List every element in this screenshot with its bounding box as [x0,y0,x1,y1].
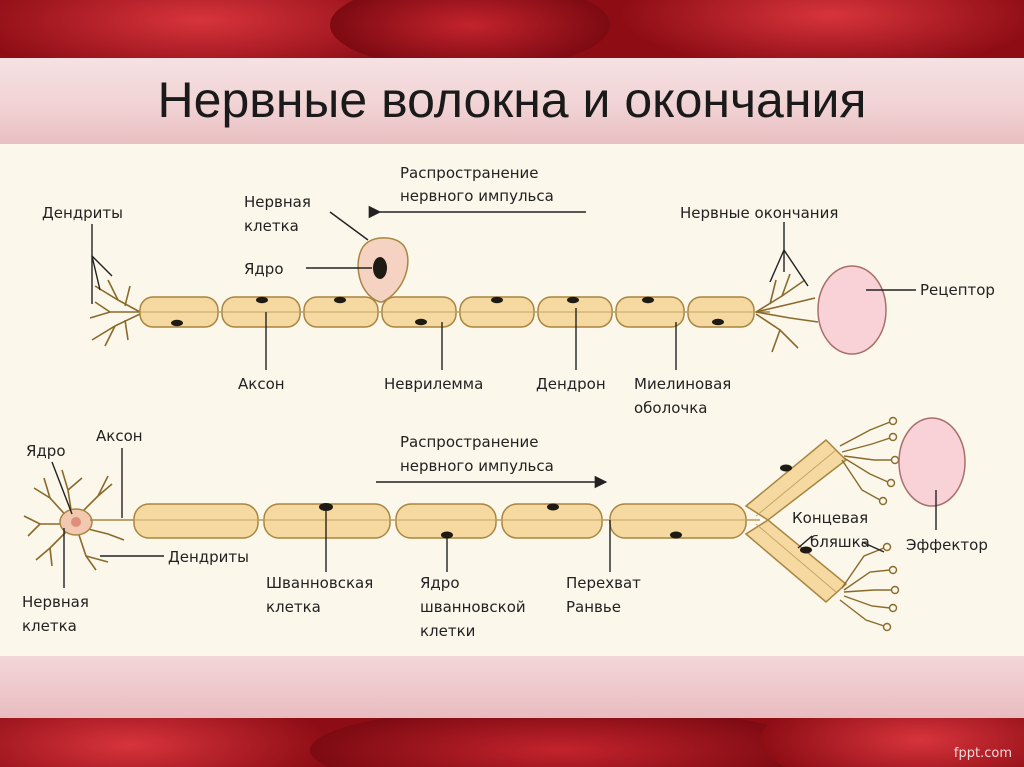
label-receptor: Рецептор [920,281,995,299]
label-impulse-bottom-1: Распространение [400,433,539,451]
label-end-plate-2: бляшка [810,533,870,551]
nerve-ending-branches [755,273,819,353]
label-myelin-2: оболочка [634,399,707,417]
cell-nucleus [373,257,387,279]
label-dendrites-top: Дендриты [42,204,123,222]
label-schwann-nucleus-1: Ядро [420,574,460,592]
myelin-segments-bottom [133,503,747,539]
bottom-pointers [51,448,937,588]
label-nerve-cell-bottom-2: клетка [22,617,77,635]
label-dendrites-bottom: Дендриты [168,548,249,566]
label-impulse-top-1: Распространение [400,164,539,182]
segment-nuclei [171,296,724,327]
label-schwann-cell-2: клетка [266,598,321,616]
label-nucleus-top: Ядро [244,260,284,278]
label-myelin-1: Миелиновая [634,375,731,393]
motor-neuron [23,416,966,632]
nerve-fiber-diagram: Дендриты Нервная клетка Ядро Распростран… [22,164,995,640]
receptor [817,265,887,355]
label-nerve-cell-top-2: клетка [244,217,299,235]
terminal-branches [744,438,848,603]
label-axon-bottom: Аксон [96,427,143,445]
label-nerve-cell-bottom-1: Нервная [22,593,89,611]
label-schwann-cell-1: Шванновская [266,574,373,592]
label-schwann-nucleus-2: шванновской [420,598,526,616]
label-nucleus-bottom: Ядро [26,442,66,460]
slide-title: Нервные волокна и окончания [157,72,867,128]
top-pointers [91,205,916,370]
label-effector: Эффектор [906,536,988,554]
label-schwann-nucleus-3: клетки [420,622,475,640]
label-nerve-endings: Нервные окончания [680,204,838,222]
label-end-plate-1: Концевая [792,509,868,527]
cell-body-dendrites [23,469,125,571]
label-neurilemma: Неврилемма [384,375,483,393]
dendrite-branches-left [89,279,141,347]
label-nerve-cell-top-1: Нервная [244,193,311,211]
schwann-nuclei [319,464,812,554]
label-dendron: Дендрон [536,375,606,393]
label-impulse-bottom-2: нервного импульса [400,457,554,475]
effector [898,417,966,507]
lower-band [0,656,1024,718]
end-plate-fibrils [839,416,900,632]
sensory-neuron [89,237,887,355]
label-ranvier-2: Ранвье [566,598,621,616]
label-impulse-top-2: нервного импульса [400,187,554,205]
title-band [0,58,1024,144]
label-axon-top: Аксон [238,375,285,393]
brand-watermark: fppt.com [953,746,1012,761]
label-ranvier-1: Перехват [566,574,641,592]
